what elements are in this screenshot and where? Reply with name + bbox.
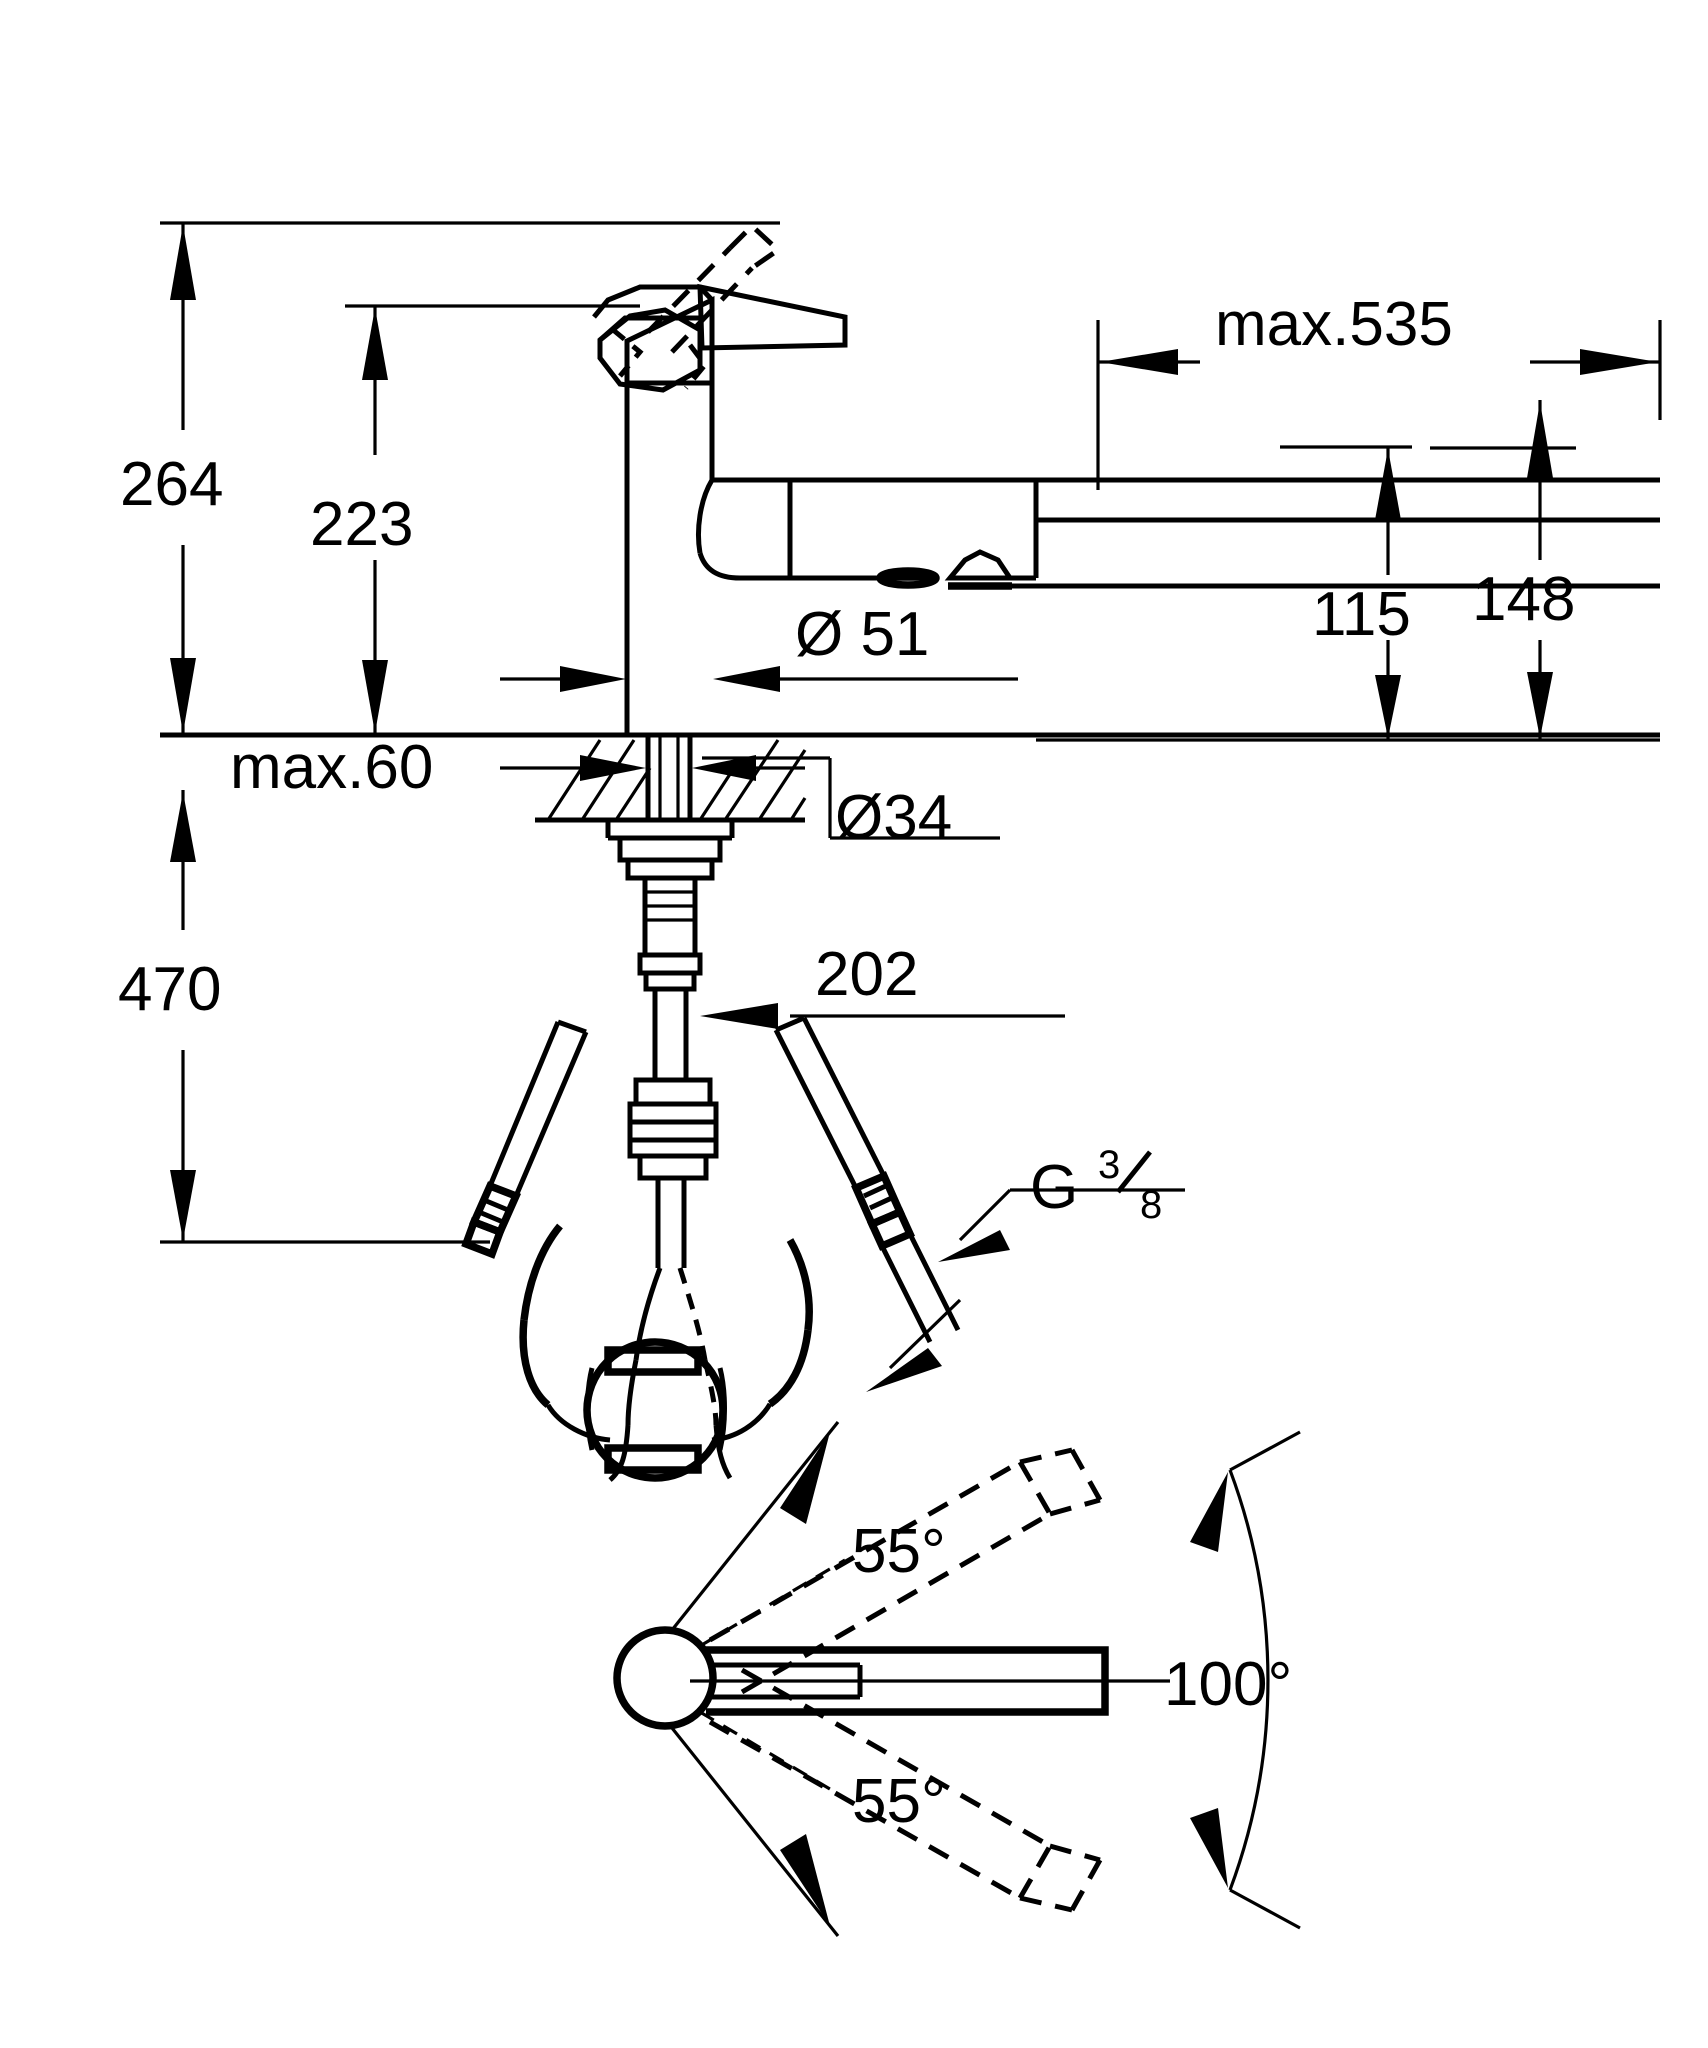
angle-100-label: 100°	[1164, 1650, 1292, 1719]
dimension-115: 115	[1280, 445, 1412, 740]
angle-55-upper: 55°	[670, 1421, 946, 1648]
thread-callout-numerator: 3	[1098, 1143, 1120, 1187]
dimension-max60: max.60	[230, 733, 805, 802]
dimension-max60-label: max.60	[230, 733, 433, 802]
faucet-body-elevation	[592, 222, 1039, 735]
dimension-d51-label: Ø 51	[795, 600, 929, 669]
supply-hoses	[461, 1015, 961, 1344]
dimension-202-label: 202	[815, 940, 918, 1009]
dimension-223: 223	[310, 304, 640, 735]
dimension-diameter-51: Ø 51	[500, 600, 1018, 692]
dimension-max535: max.535	[1096, 290, 1662, 490]
dimension-diameter-34: Ø34	[702, 756, 1000, 852]
dimension-470-label: 470	[118, 955, 221, 1024]
dimension-470: 470	[118, 790, 490, 1244]
mounting-assembly	[605, 817, 735, 1268]
thread-callout-g38: G 3 8	[866, 1143, 1185, 1392]
dimension-223-label: 223	[310, 490, 413, 559]
angle-55-lower: 55°	[670, 1710, 946, 1937]
dimension-max535-label: max.535	[1215, 290, 1453, 359]
dimension-202: 202	[700, 940, 1065, 1029]
dimension-148: 148	[1430, 400, 1576, 740]
spray-head-detail	[519, 1223, 813, 1482]
extended-spray-outline	[1010, 477, 1660, 589]
dimension-148-label: 148	[1472, 565, 1575, 634]
dimension-115-label: 115	[1312, 580, 1411, 649]
angle-55-lower-label: 55°	[852, 1767, 946, 1836]
thread-callout-denominator: 8	[1140, 1183, 1162, 1227]
thread-callout-letter: G	[1030, 1153, 1078, 1222]
angle-100-total: 100°	[1164, 1430, 1301, 1930]
dimension-264-label: 264	[120, 450, 223, 519]
angle-55-upper-label: 55°	[852, 1517, 946, 1586]
dimension-d34-label: Ø34	[835, 783, 952, 852]
plan-view-swivel: 55° 55° 100°	[613, 1421, 1301, 1937]
